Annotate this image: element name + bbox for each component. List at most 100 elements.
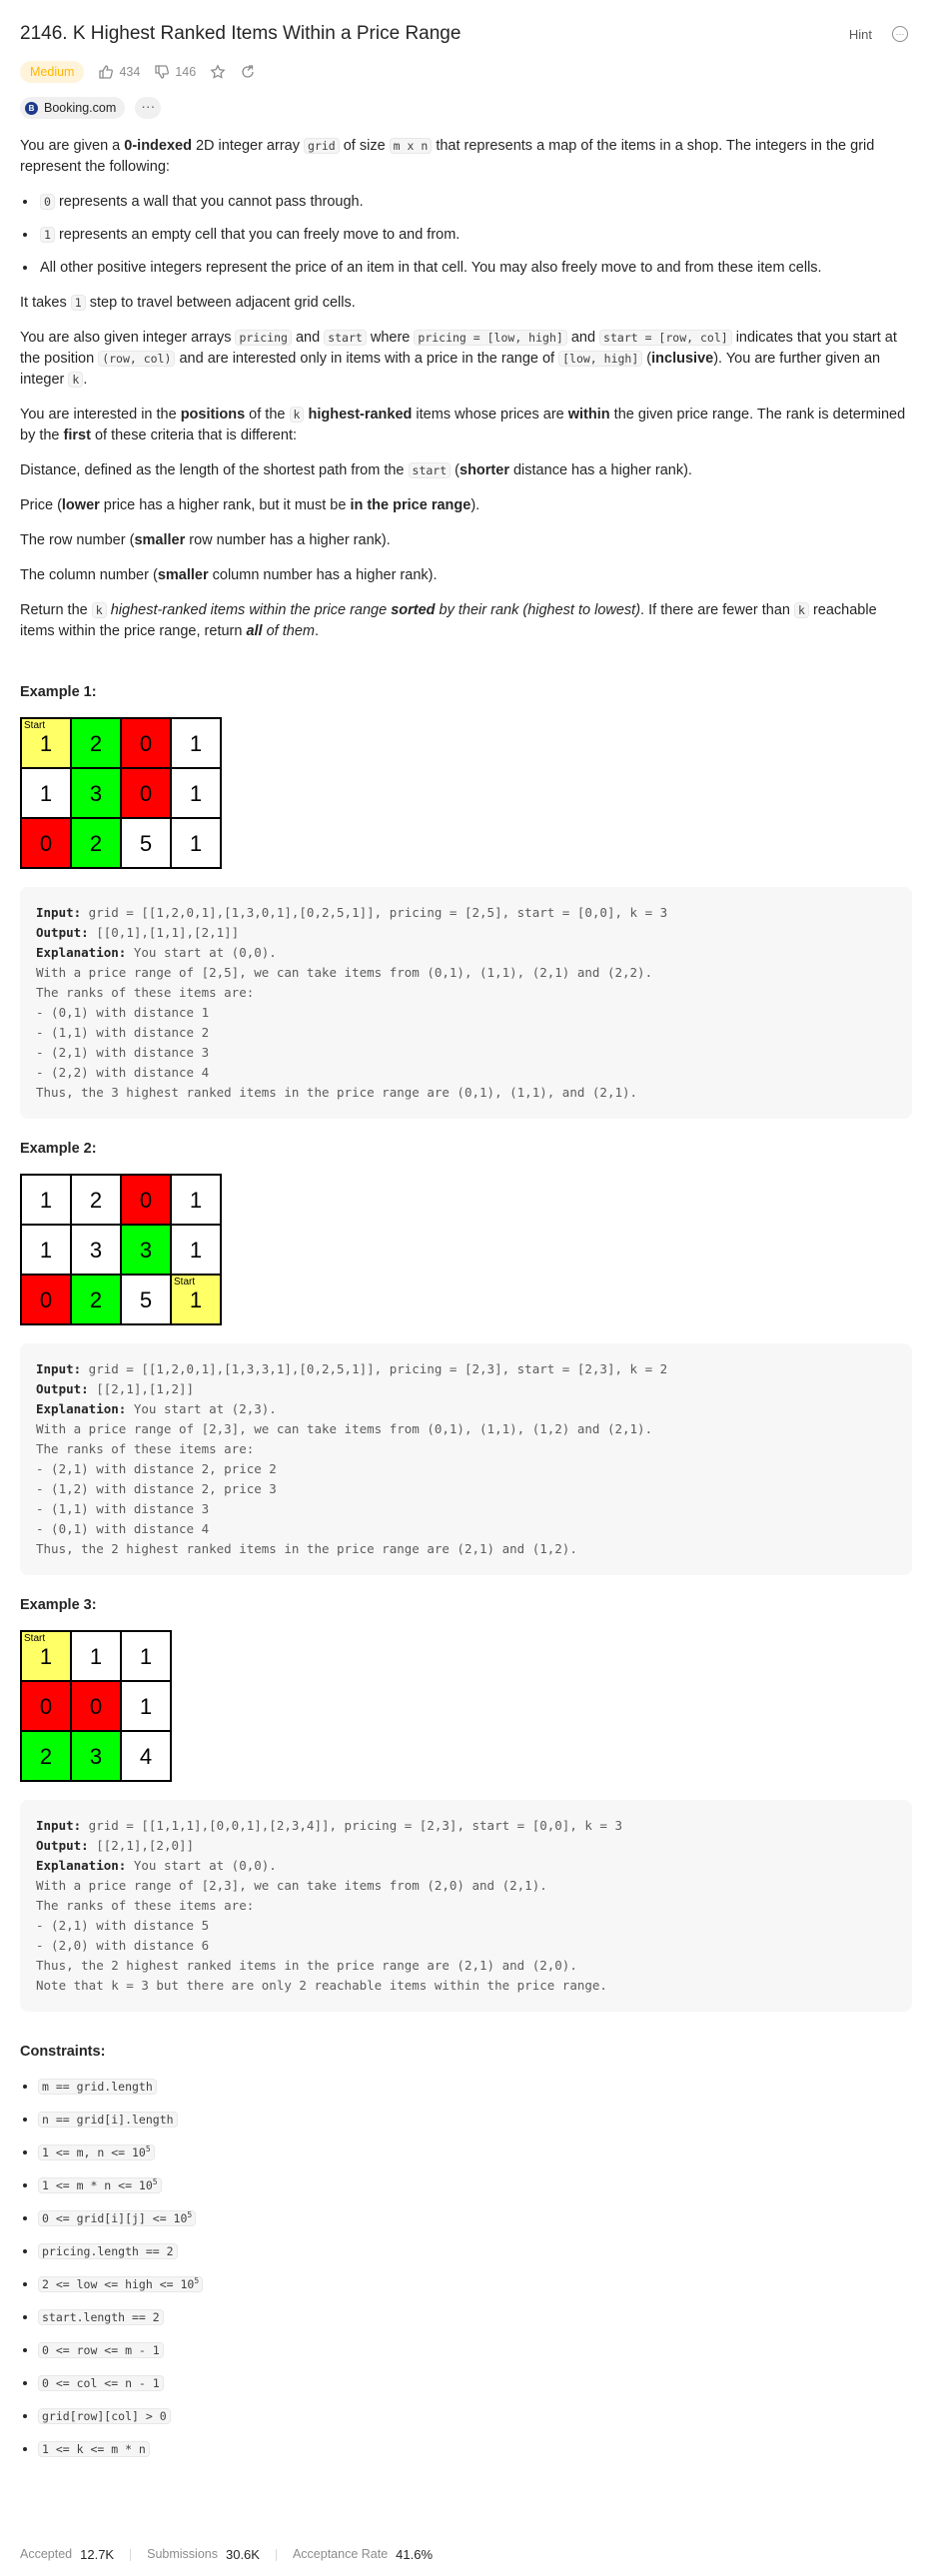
constraint-item: m == grid.length (38, 2077, 912, 2098)
constraint-item: grid[row][col] > 0 (38, 2406, 912, 2427)
grid-cell: 4 (120, 1730, 172, 1782)
grid-cell: 1 (170, 1224, 222, 1276)
criterion-distance: Distance, defined as the length of the s… (20, 462, 692, 478)
booking-logo-icon: B (25, 101, 38, 115)
thumbs-down-icon (155, 65, 170, 79)
cell-value: 1 (189, 830, 203, 856)
constraint-code: n == grid[i].length (38, 2112, 178, 2128)
grid-cell: 5 (120, 817, 172, 869)
cell-value: 0 (139, 1187, 153, 1213)
share-button[interactable] (240, 64, 256, 80)
example-block: Input: grid = [[1,2,0,1],[1,3,3,1],[0,2,… (20, 1343, 912, 1575)
grid-cell: 1 (20, 1224, 72, 1276)
cell-value: 0 (139, 730, 153, 756)
cell-value: 1 (39, 1643, 53, 1669)
grid-row: 0 0 1 (20, 1680, 172, 1732)
constraint-item: 0 <= row <= m - 1 (38, 2340, 912, 2361)
constraint-item: 1 <= k <= m * n (38, 2439, 912, 2460)
constraint-item: 1 <= m, n <= 105 (38, 2143, 912, 2163)
divider (275, 2548, 277, 2561)
grid-cell: 1 (170, 717, 222, 769)
company-tag[interactable]: B Booking.com (20, 97, 126, 119)
cell-value: 0 (139, 780, 153, 806)
problem-header: 2146. K Highest Ranked Items Within a Pr… (20, 20, 912, 48)
rank-paragraph: You are interested in the positions of t… (20, 407, 906, 443)
start-label: Start (24, 720, 46, 731)
grid-value-list: 0 represents a wall that you cannot pass… (38, 192, 912, 279)
grid-cell: 0 (20, 1274, 72, 1325)
cell-value: 2 (89, 1287, 103, 1312)
grid-cell: 0 (20, 817, 72, 869)
example-block: Input: grid = [[1,1,1],[0,0,1],[2,3,4]],… (20, 1800, 912, 2012)
grid-cell: 0 (120, 1174, 172, 1226)
cell-value: 0 (89, 1693, 103, 1719)
cell-value: 2 (89, 730, 103, 756)
more-companies-button[interactable]: ··· (135, 97, 162, 119)
more-options-icon[interactable]: ··· (892, 26, 908, 42)
list-item: 1 represents an empty cell that you can … (38, 225, 912, 246)
constraint-code: pricing.length == 2 (38, 2243, 178, 2259)
favorite-button[interactable] (210, 64, 226, 80)
grid-cell: 2 (70, 1174, 122, 1226)
constraint-code: m == grid.length (38, 2079, 157, 2095)
dislike-button[interactable]: 146 (154, 62, 196, 83)
grid-cell: 1 (170, 817, 222, 869)
cell-value: 1 (39, 1237, 53, 1263)
constraint-code: 1 <= k <= m * n (38, 2441, 150, 2457)
cell-value: 0 (39, 830, 53, 856)
like-button[interactable]: 434 (98, 62, 140, 83)
cell-value: 3 (139, 1237, 153, 1263)
example-title: Example 3: (20, 1597, 97, 1613)
constraint-item: 2 <= low <= high <= 105 (38, 2274, 912, 2295)
submissions-label: Submissions (147, 2547, 218, 2561)
grid-cell: 2 (70, 817, 122, 869)
intro-paragraph: You are given a 0-indexed 2D integer arr… (20, 138, 875, 175)
cell-value: 2 (39, 1743, 53, 1769)
share-icon (242, 65, 254, 78)
cell-value: 1 (189, 780, 203, 806)
criterion-column: The column number (smaller column number… (20, 567, 438, 583)
hint-button[interactable]: Hint (848, 27, 872, 42)
grid-cell: 5 (120, 1274, 172, 1325)
cell-value: 4 (139, 1743, 153, 1769)
grid-cell: 3 (120, 1224, 172, 1276)
constraint-code: 0 <= col <= n - 1 (38, 2375, 164, 2391)
cell-value: 0 (39, 1693, 53, 1719)
cell-value: 1 (89, 1643, 103, 1669)
submissions-count: 30.6K (225, 2547, 260, 2562)
acceptance-rate: 41.6% (396, 2547, 434, 2562)
grid-cell: 2 (70, 1274, 122, 1325)
constraint-code: 0 <= grid[i][j] <= 105 (38, 2210, 197, 2226)
example-title: Example 1: (20, 684, 97, 700)
divider (130, 2548, 132, 2561)
start-label: Start (174, 1277, 196, 1288)
constraint-code: grid[row][col] > 0 (38, 2408, 171, 2424)
list-item: All other positive integers represent th… (38, 258, 912, 279)
criterion-row: The row number (smaller row number has a… (20, 532, 391, 548)
example-title: Example 2: (20, 1141, 97, 1157)
constraint-code: 2 <= low <= high <= 105 (38, 2276, 204, 2292)
cell-value: 1 (39, 780, 53, 806)
constraint-code: 0 <= row <= m - 1 (38, 2342, 164, 2358)
problem-description: You are given a 0-indexed 2D integer arr… (20, 136, 912, 2472)
criterion-price: Price (lower price has a higher rank, bu… (20, 497, 480, 513)
cell-value: 1 (139, 1643, 153, 1669)
star-icon (210, 64, 226, 79)
grid-cell: 1 (20, 767, 72, 819)
constraint-item: 1 <= m * n <= 105 (38, 2175, 912, 2196)
cell-value: 1 (139, 1693, 153, 1719)
like-count: 434 (119, 64, 141, 79)
cell-value: 0 (39, 1287, 53, 1312)
accepted-count: 12.7K (80, 2547, 115, 2562)
constraints-list: m == grid.length n == grid[i].length 1 <= … (38, 2077, 912, 2460)
constraint-item: 0 <= grid[i][j] <= 105 (38, 2208, 912, 2229)
grid-cell: 0 (20, 1680, 72, 1732)
